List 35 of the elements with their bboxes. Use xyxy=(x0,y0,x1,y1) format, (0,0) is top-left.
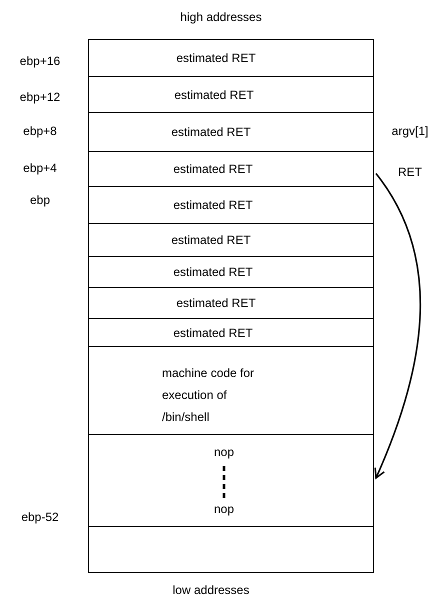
stack-slot xyxy=(88,318,374,347)
slot-text: estimated RET xyxy=(171,125,251,139)
slot-text: estimated RET xyxy=(173,265,253,279)
slot-text: estimated RET xyxy=(173,326,253,340)
offset-label: ebp xyxy=(30,193,50,207)
slot-text: estimated RET xyxy=(171,233,251,247)
stack-slot xyxy=(88,39,374,77)
stack-slot xyxy=(88,112,374,152)
offset-label: ebp+12 xyxy=(20,90,60,104)
offset-label: ebp+4 xyxy=(23,161,57,175)
offset-label: RET xyxy=(398,165,422,179)
stack-slot xyxy=(88,151,374,187)
stack-slot xyxy=(88,186,374,224)
slot-text: estimated RET xyxy=(173,198,253,212)
stack-slot xyxy=(88,76,374,113)
slot-text: nop xyxy=(214,502,234,516)
offset-label: ebp+16 xyxy=(20,54,60,68)
offset-label: ebp+8 xyxy=(23,124,57,138)
address-label: low addresses xyxy=(172,583,250,597)
slot-text: nop xyxy=(214,445,234,459)
stack-slot xyxy=(88,526,374,573)
curved-arrow xyxy=(374,173,421,479)
slot-text: machine code for execution of /bin/shell xyxy=(162,365,256,426)
stack-slot xyxy=(88,346,374,435)
slot-text: estimated RET xyxy=(173,162,253,176)
slot-text: estimated RET xyxy=(176,51,256,65)
offset-label: argv[1] xyxy=(392,124,428,138)
slot-text: estimated RET xyxy=(176,296,256,310)
address-label: high addresses xyxy=(180,10,262,24)
stack-slot xyxy=(88,223,374,257)
slot-text: estimated RET xyxy=(174,88,254,102)
offset-label: ebp-52 xyxy=(21,510,59,524)
stack-slot xyxy=(88,256,374,288)
stack-slot xyxy=(88,287,374,319)
stack-slot xyxy=(88,434,374,527)
